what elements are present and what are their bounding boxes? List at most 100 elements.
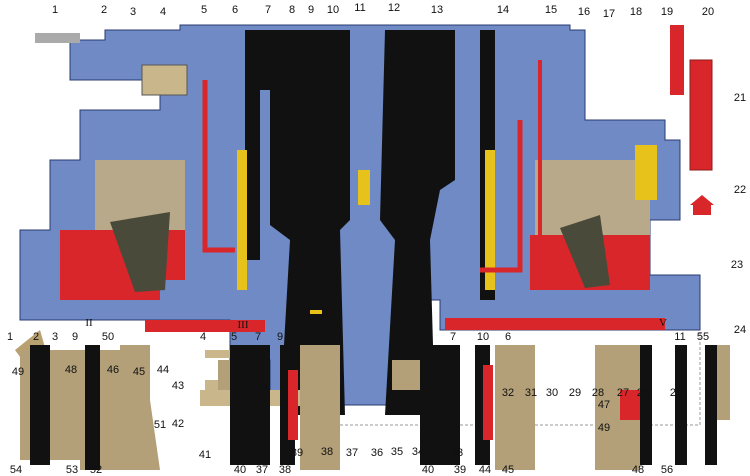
- fuel-tube-16: [480, 120, 523, 273]
- throttle-axis: [310, 310, 322, 314]
- callout-label: 8: [288, 4, 296, 16]
- carburetor-body: [19, 24, 701, 406]
- callout-label: 9: [307, 4, 315, 16]
- emulsion-tube-left: [237, 150, 247, 290]
- view-callout-label: 10: [476, 331, 490, 343]
- callout-label: 38: [320, 446, 334, 458]
- callout-label: 7: [264, 4, 272, 16]
- left-channel: [245, 30, 260, 260]
- callout-label: 42: [171, 418, 185, 430]
- fuel-channel-bottom-right: [445, 318, 665, 330]
- callout-label: 17: [602, 8, 616, 20]
- view-callout-label: 2: [32, 331, 40, 343]
- callout-label: 49: [11, 366, 25, 378]
- view-callout-label: 9: [276, 331, 284, 343]
- view-iv: [392, 345, 535, 470]
- view-callout-label: 3: [51, 331, 59, 343]
- callout-label: 25: [669, 387, 683, 399]
- arrow-fuel-in: [690, 195, 714, 215]
- view-callout-label: 50: [101, 331, 115, 343]
- view-callout-label: 6: [320, 331, 328, 343]
- emulsion-tube-right: [485, 150, 495, 290]
- callout-label: 26: [636, 387, 650, 399]
- callout-label: 37: [345, 447, 359, 459]
- callout-label: 5: [200, 4, 208, 16]
- callout-label: 40: [233, 447, 247, 459]
- view-callout-label: 49: [597, 422, 611, 434]
- callout-label: 41: [198, 449, 212, 461]
- view-callout-label: 4: [199, 331, 207, 343]
- view-callout-label: 40: [233, 464, 247, 476]
- callout-label: 43: [171, 380, 185, 392]
- view-callout-label: 39: [453, 464, 467, 476]
- view-callout-label: 6: [504, 331, 512, 343]
- screw-1: [35, 33, 80, 43]
- callout-label: 18: [629, 6, 643, 18]
- callout-label: 21: [733, 92, 747, 104]
- callout-label: 6: [231, 4, 239, 16]
- callout-label: 10: [326, 4, 340, 16]
- callout-label: 45: [132, 366, 146, 378]
- float-left: [110, 212, 170, 292]
- view-callout-label: 9: [71, 331, 79, 343]
- callout-label: 4: [159, 6, 167, 18]
- callout-label: 19: [660, 6, 674, 18]
- view-callout-label: 53: [65, 464, 79, 476]
- view-callout-label: 48: [631, 464, 645, 476]
- callout-label: 15: [544, 4, 558, 16]
- view-callout-label: 7: [254, 331, 262, 343]
- view-title: V: [659, 317, 667, 329]
- view-callout-label: 38: [278, 464, 292, 476]
- callout-label: 35: [390, 446, 404, 458]
- view-title: IV: [417, 319, 429, 331]
- callout-label: 39: [290, 447, 304, 459]
- callout-label: 48: [64, 364, 78, 376]
- float-right: [560, 215, 610, 288]
- fuel-inlet: [689, 59, 713, 171]
- callout-label: 3: [129, 6, 137, 18]
- callout-label: 11: [354, 2, 366, 14]
- view-callout-label: 7: [449, 331, 457, 343]
- callout-label: 12: [387, 2, 401, 14]
- view-callout-label: 56: [660, 464, 674, 476]
- view-callout-label: 8: [298, 331, 306, 343]
- callout-label: 46: [106, 364, 120, 376]
- callout-label: 20: [701, 6, 715, 18]
- view-callout-label: 52: [89, 464, 103, 476]
- callout-label: 13: [430, 4, 444, 16]
- view-title: II: [85, 317, 93, 329]
- callout-label: 30: [545, 387, 559, 399]
- view-callout-label: 40: [421, 464, 435, 476]
- callout-label: 32: [501, 387, 515, 399]
- secondary-barrel: [380, 30, 455, 415]
- callout-label: 23: [730, 259, 744, 271]
- callout-label: 2: [100, 4, 108, 16]
- callout-label: 34: [411, 446, 425, 458]
- view-callout-label: 11: [674, 331, 686, 343]
- callout-label: 14: [496, 4, 510, 16]
- solenoid-valve: [141, 64, 188, 96]
- view-callout-label: 54: [9, 464, 23, 476]
- view-callout-label: 51: [153, 419, 167, 431]
- callout-label: 24: [733, 324, 747, 336]
- callout-label: 27: [616, 387, 630, 399]
- callout-label: 33: [450, 447, 464, 459]
- view-ii: [20, 345, 160, 470]
- callout-label: 22: [733, 184, 747, 196]
- view-callout-label: 37: [255, 464, 269, 476]
- view-callout-label: 45: [501, 464, 515, 476]
- primary-barrel: [245, 30, 350, 415]
- view-callout-label: 55: [696, 331, 710, 343]
- callout-label: 1: [51, 4, 59, 16]
- main-jet-center: [358, 170, 370, 205]
- callout-label: 31: [524, 387, 538, 399]
- view-callout-label: 44: [478, 464, 492, 476]
- needle-valve: [635, 145, 657, 200]
- return-fitting: [670, 25, 684, 95]
- view-iii: [218, 345, 340, 470]
- callout-label: 16: [577, 6, 591, 18]
- callout-label: 44: [156, 364, 170, 376]
- callout-label: 28: [591, 387, 605, 399]
